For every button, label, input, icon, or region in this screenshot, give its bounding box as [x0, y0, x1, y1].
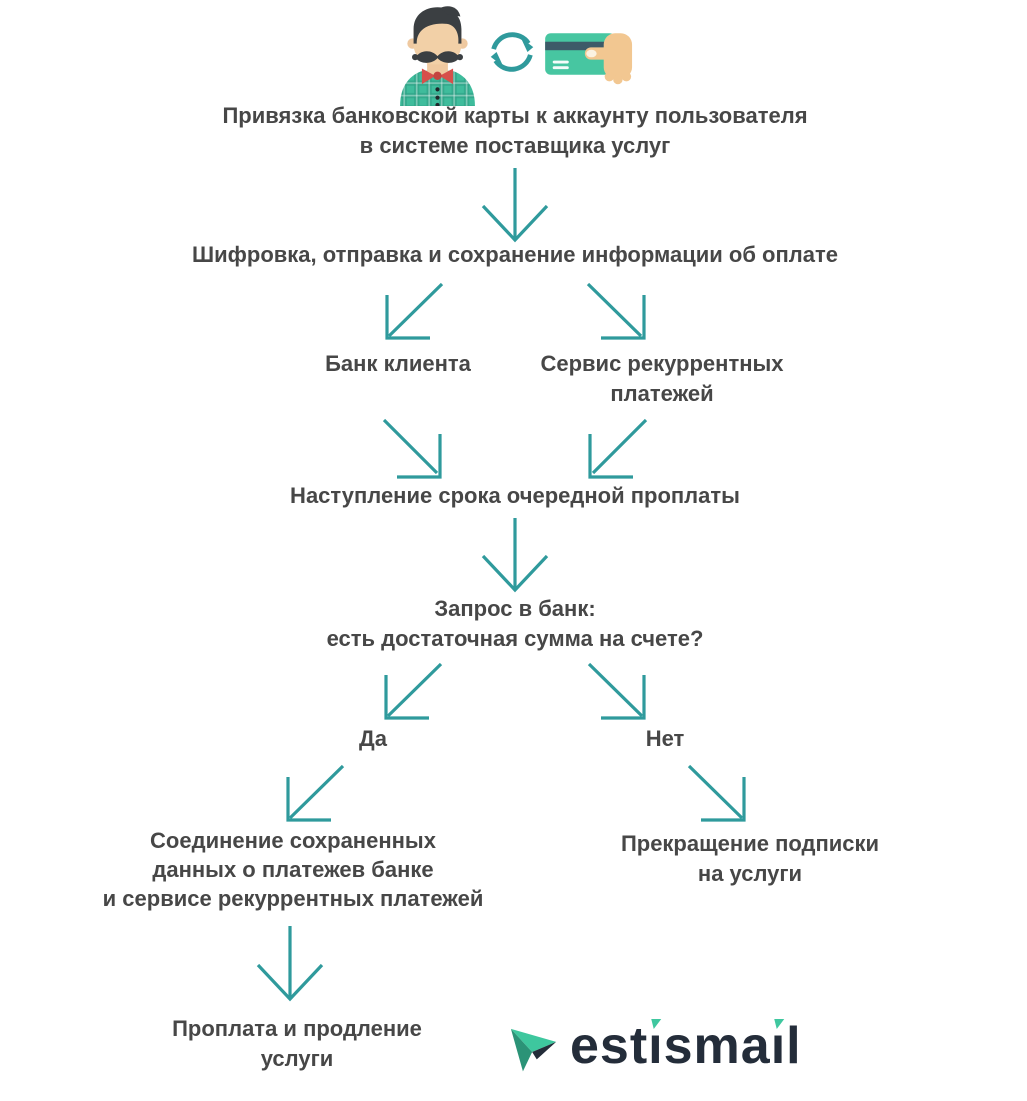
arrow-down-1 [481, 168, 549, 243]
node-payment-renewal: Проплата и продление услуги [172, 1016, 422, 1071]
node-encrypt-send: Шифровка, отправка и сохранение информац… [192, 242, 838, 267]
node-link-card: Привязка банковской карты к аккаунту пол… [222, 103, 808, 158]
node-merge-data: Соединение сохраненных данных о платежев… [102, 828, 484, 911]
sync-icon [490, 32, 534, 72]
arrow-down-right-to-service [586, 282, 646, 340]
arrow-from-no [687, 764, 746, 822]
user-avatar-icon [400, 6, 475, 106]
node-recurring-service: Сервис рекуррентных платежей [540, 351, 784, 406]
arrow-to-yes [384, 662, 443, 720]
arrow-converge-left [382, 418, 442, 479]
arrow-converge-right [588, 418, 648, 479]
node-branch-yes: Да [359, 726, 387, 751]
node-client-bank: Банк клиента [325, 351, 471, 376]
node-due-date: Наступление срока очередной проплаты [290, 483, 740, 508]
node-cancel-subscription: Прекращение подписки на услуги [620, 831, 880, 886]
arrow-down-3 [256, 926, 324, 1002]
arrow-down-left-to-bank [385, 282, 444, 340]
arrow-from-yes [286, 764, 345, 822]
node-bank-request: Запрос в банк: есть достаточная сумма на… [326, 596, 704, 651]
arrow-down-2 [481, 518, 549, 593]
arrow-to-no [587, 662, 646, 720]
credit-card-in-hand-icon [545, 33, 633, 85]
paper-plane-icon [510, 1028, 557, 1072]
node-branch-no: Нет [645, 726, 685, 751]
